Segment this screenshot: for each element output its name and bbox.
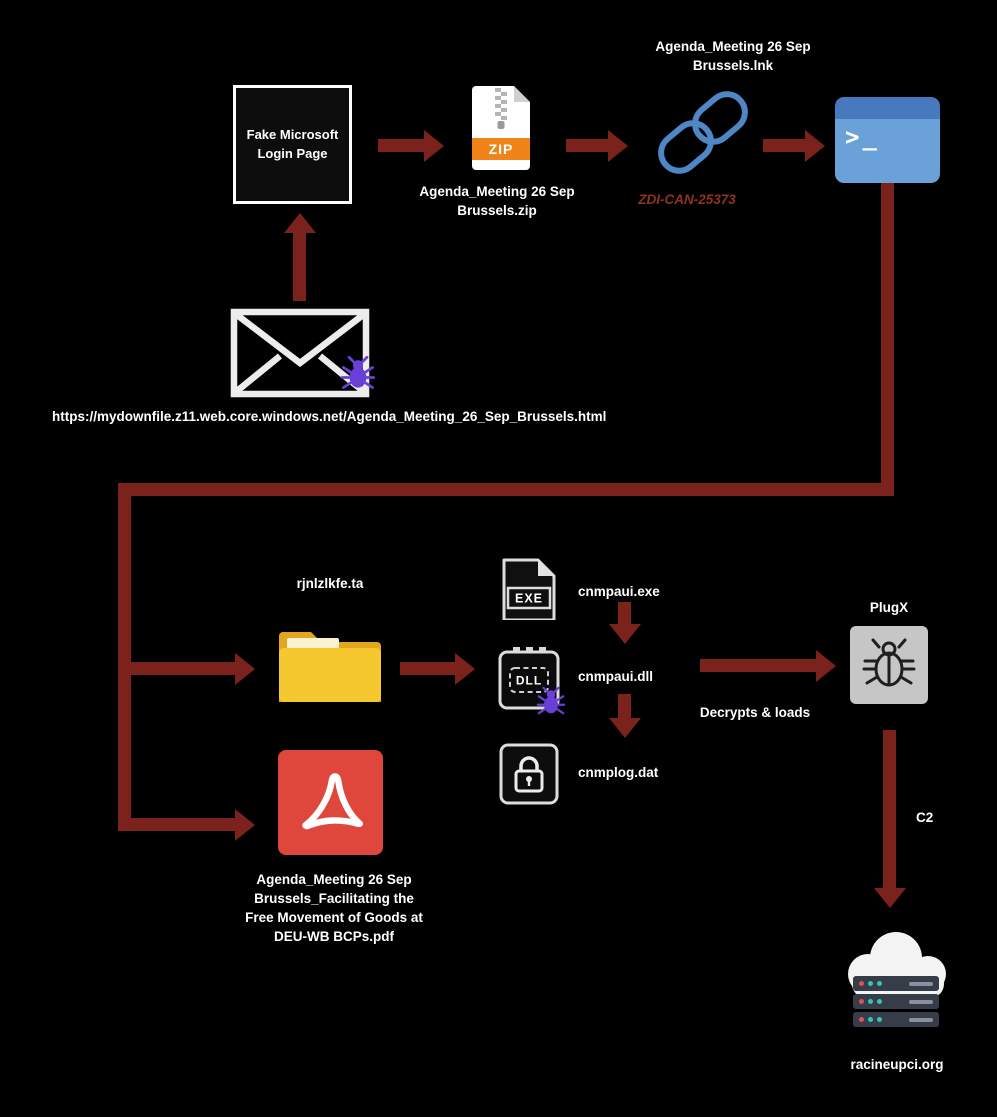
lnk-file-label: Agenda_Meeting 26 Sep Brussels.lnk (655, 39, 811, 73)
server-row (853, 1012, 939, 1027)
exe-file-icon: EXE (502, 558, 556, 620)
arrow-exe-to-dll (618, 602, 631, 624)
server-stack (853, 976, 939, 1030)
zip-badge-text: ZIP (489, 141, 514, 157)
dll-bug-icon (536, 686, 566, 715)
terminal-body: >_ (835, 119, 940, 183)
acrobat-mark-icon (301, 772, 363, 829)
arrow-to-pdf (125, 818, 235, 831)
c2-label: C2 (916, 810, 934, 825)
dll-badge-text: DLL (516, 674, 542, 688)
exe-file-label: cnmpaui.exe (578, 584, 660, 599)
arrow-folder-to-dll (400, 662, 455, 675)
decrypts-loads-label: Decrypts & loads (699, 705, 811, 720)
arrow-plugx-to-c2 (883, 730, 896, 888)
fake-login-page-label: Fake Microsoft Login Page (246, 126, 339, 161)
dll-file-icon: DLL (498, 647, 560, 710)
connector-right-vertical (881, 183, 894, 496)
arrow-lnk-to-terminal (763, 139, 805, 152)
plugx-bug-glyph (862, 638, 916, 687)
c2-domain-label: racineupci.org (850, 1057, 944, 1072)
folder-icon (279, 632, 381, 702)
connector-left-vertical (118, 483, 131, 831)
terminal-prompt: >_ (845, 123, 880, 151)
plugx-icon (850, 626, 928, 704)
phishing-email-icon (230, 308, 370, 398)
phishing-url-label: https://mydownfile.z11.web.core.windows.… (52, 409, 607, 424)
zip-file-icon: ZIP (472, 86, 530, 170)
folder-label: rjnlzlkfe.ta (296, 576, 364, 591)
c2-server-icon (838, 928, 954, 1040)
arrow-dll-to-dat (618, 694, 631, 718)
arrow-dll-to-plugx (700, 659, 816, 672)
malware-bug-icon (340, 355, 376, 389)
server-row (853, 994, 939, 1009)
arrow-zip-to-lnk (566, 139, 608, 152)
lnk-shortcut-icon (658, 91, 748, 174)
dat-file-label: cnmplog.dat (578, 765, 659, 780)
fake-login-page-node: Fake Microsoft Login Page (233, 85, 352, 204)
arrow-login-to-zip (378, 139, 424, 152)
arrow-email-to-login (293, 233, 306, 301)
terminal-titlebar (835, 97, 940, 119)
zip-file-label: Agenda_Meeting 26 Sep Brussels.zip (419, 184, 575, 218)
zdi-vulnerability-id: ZDI-CAN-25373 (638, 192, 736, 207)
plugx-label: PlugX (869, 600, 909, 615)
pdf-file-icon (278, 750, 383, 855)
pdf-file-label: Agenda_Meeting 26 Sep Brussels_Facilitat… (245, 872, 423, 944)
dat-file-icon (499, 743, 559, 805)
exe-badge-text: EXE (515, 592, 543, 606)
connector-horizontal (118, 483, 894, 496)
terminal-icon: >_ (835, 97, 940, 183)
server-row (853, 976, 939, 991)
arrow-to-folder (125, 662, 235, 675)
dll-file-label: cnmpaui.dll (578, 669, 654, 684)
